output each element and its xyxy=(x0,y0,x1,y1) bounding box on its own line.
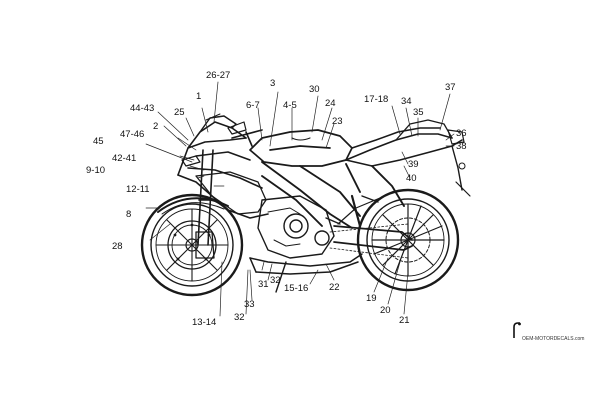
callout-32: 32 xyxy=(234,312,245,323)
callout-17-18: 17-18 xyxy=(364,94,389,105)
callout-21: 21 xyxy=(399,315,410,326)
callout-1: 1 xyxy=(196,91,202,102)
callout-25: 25 xyxy=(174,107,185,118)
callout-44-43: 44-43 xyxy=(130,103,155,114)
callout-36: 36 xyxy=(456,128,467,139)
callout-28: 28 xyxy=(112,241,123,252)
callout-22: 22 xyxy=(329,282,340,293)
callout-40: 40 xyxy=(406,173,417,184)
leader-lines xyxy=(145,81,455,317)
callout-19: 19 xyxy=(366,293,377,304)
footpegs xyxy=(325,195,379,225)
callout-30: 31 xyxy=(258,279,269,290)
watermark-text: OEM-MOTORDECALS.com xyxy=(522,336,585,342)
callout-4-5: 4-5 xyxy=(283,100,297,111)
kickstand xyxy=(275,261,287,293)
frame xyxy=(261,161,405,229)
callout-45: 45 xyxy=(93,136,104,147)
seat-tail xyxy=(345,119,471,197)
callout-12-11: 12-11 xyxy=(126,184,150,195)
callout-37: 38 xyxy=(456,141,467,152)
callout-31: 32 xyxy=(270,275,281,286)
callout-29: 30 xyxy=(309,84,320,95)
rear-shock xyxy=(350,194,362,228)
callout-38: 37 xyxy=(445,82,456,93)
callout-39: 39 xyxy=(408,159,419,170)
callout-9-10: 9-10 xyxy=(86,165,106,176)
callout-34: 34 xyxy=(401,96,412,107)
exhaust xyxy=(249,253,363,275)
callout-3: 3 xyxy=(270,78,276,89)
callout-6-7: 6-7 xyxy=(246,100,260,111)
callout-47-46: 47-46 xyxy=(120,129,145,140)
handlebar xyxy=(231,129,263,147)
callout-26-27: 26-27 xyxy=(206,70,231,81)
callout-15-16: 15-16 xyxy=(284,283,309,294)
callout-24: 24 xyxy=(325,98,336,109)
callout-20: 20 xyxy=(380,305,391,316)
watermark-logo-icon xyxy=(513,322,521,338)
callout-35: 35 xyxy=(413,107,424,118)
callout-42-41: 42-41 xyxy=(112,153,137,164)
callout-2: 2 xyxy=(153,121,159,132)
fuel-tank xyxy=(249,129,353,167)
callout-23: 23 xyxy=(332,116,343,127)
engine xyxy=(257,195,335,259)
front-wheel xyxy=(140,193,244,297)
callout-8: 8 xyxy=(126,209,132,220)
callout-13-14: 13-14 xyxy=(192,317,217,328)
callout-33: 33 xyxy=(244,299,255,310)
